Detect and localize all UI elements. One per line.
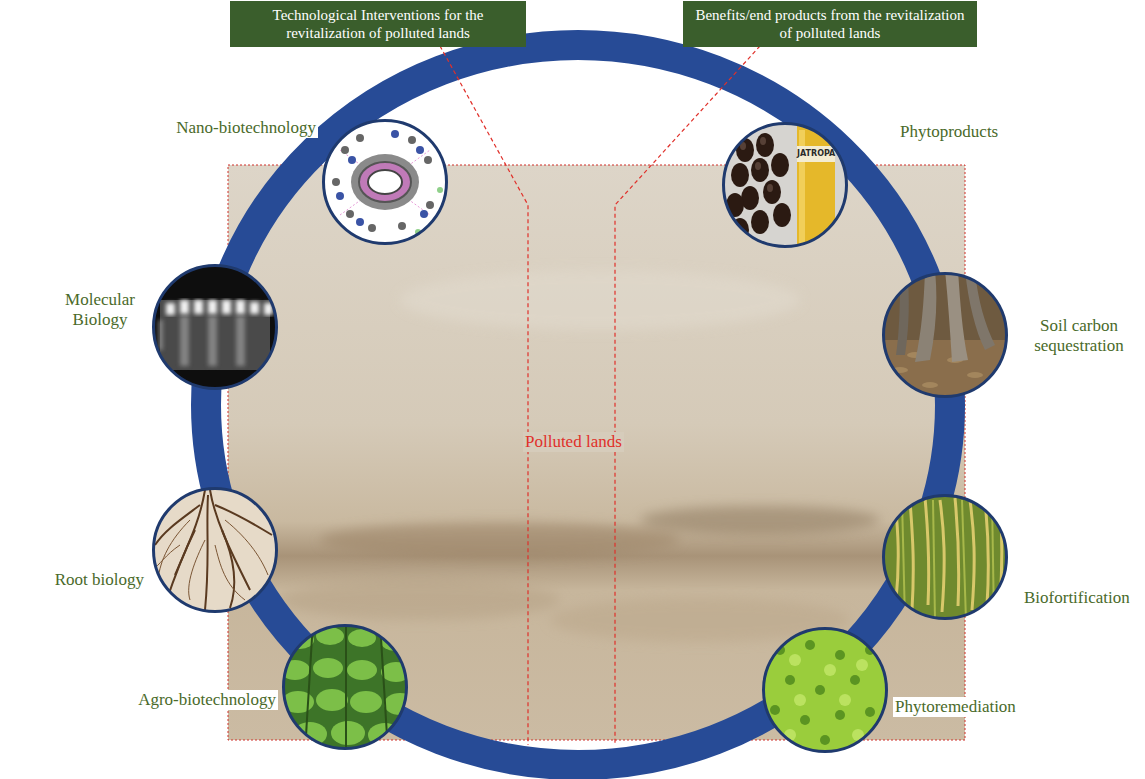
technology-label: Nano-biotechnology (166, 118, 318, 138)
circle-border (884, 496, 1007, 619)
circle-border (724, 124, 847, 247)
technology-circle: Agro-biotechnology (282, 624, 408, 750)
technology-circle: Phytoproducts (722, 122, 848, 248)
technology-label: Phytoremediation (893, 697, 1043, 717)
technology-circle: Phytoremediation (762, 627, 888, 753)
plants-picture (760, 625, 890, 755)
circle-outline (882, 494, 1008, 620)
circle-border (324, 121, 447, 244)
seeds-oil-picture (720, 120, 850, 250)
circle-outline (322, 119, 448, 245)
circle-outline (762, 627, 888, 753)
technology-circle: Soil carbon sequestration (882, 272, 1008, 398)
ring (206, 45, 950, 765)
technology-label: Soil carbon sequestration (1022, 316, 1136, 355)
technology-label: Root biology (38, 570, 146, 590)
technology-label: Biofortification (1022, 588, 1142, 608)
technology-circle: Biofortification (882, 494, 1008, 620)
land-texture (280, 270, 880, 642)
header-box: Benefits/end products from the revitaliz… (683, 1, 977, 47)
circle-outline (152, 264, 278, 390)
circle-outline (722, 122, 848, 248)
bottle-label: JATROPA (795, 149, 837, 159)
technology-circle: Molecular Biology (152, 264, 278, 390)
nanotube-picture (320, 117, 450, 247)
technology-label: Phytoproducts (898, 122, 1028, 142)
circle-outline (882, 272, 1008, 398)
circle-border (154, 266, 277, 389)
header-text: Technological Interventions for the revi… (238, 6, 518, 42)
gel-picture (150, 262, 280, 392)
technology-label: Molecular Biology (55, 290, 145, 329)
circle-border (154, 489, 277, 612)
circle-outline (282, 624, 408, 750)
root-picture (150, 485, 280, 615)
circle-outline (152, 487, 278, 613)
center-label: Polluted lands (523, 432, 624, 452)
technology-circle: Root biology (152, 487, 278, 613)
circle-border (764, 629, 887, 752)
circle-border (884, 274, 1007, 397)
header-text: Benefits/end products from the revitaliz… (691, 6, 969, 42)
header-box: Technological Interventions for the revi… (230, 1, 526, 47)
crop-field-picture (280, 622, 416, 752)
circle-border (284, 626, 407, 749)
tree-picture (880, 270, 1010, 400)
callout-line (615, 46, 760, 745)
callout-line (440, 46, 528, 745)
technology-label: Agro-biotechnology (122, 690, 278, 710)
technology-circle: Nano-biotechnology (322, 119, 448, 245)
rice-picture (880, 492, 1010, 622)
